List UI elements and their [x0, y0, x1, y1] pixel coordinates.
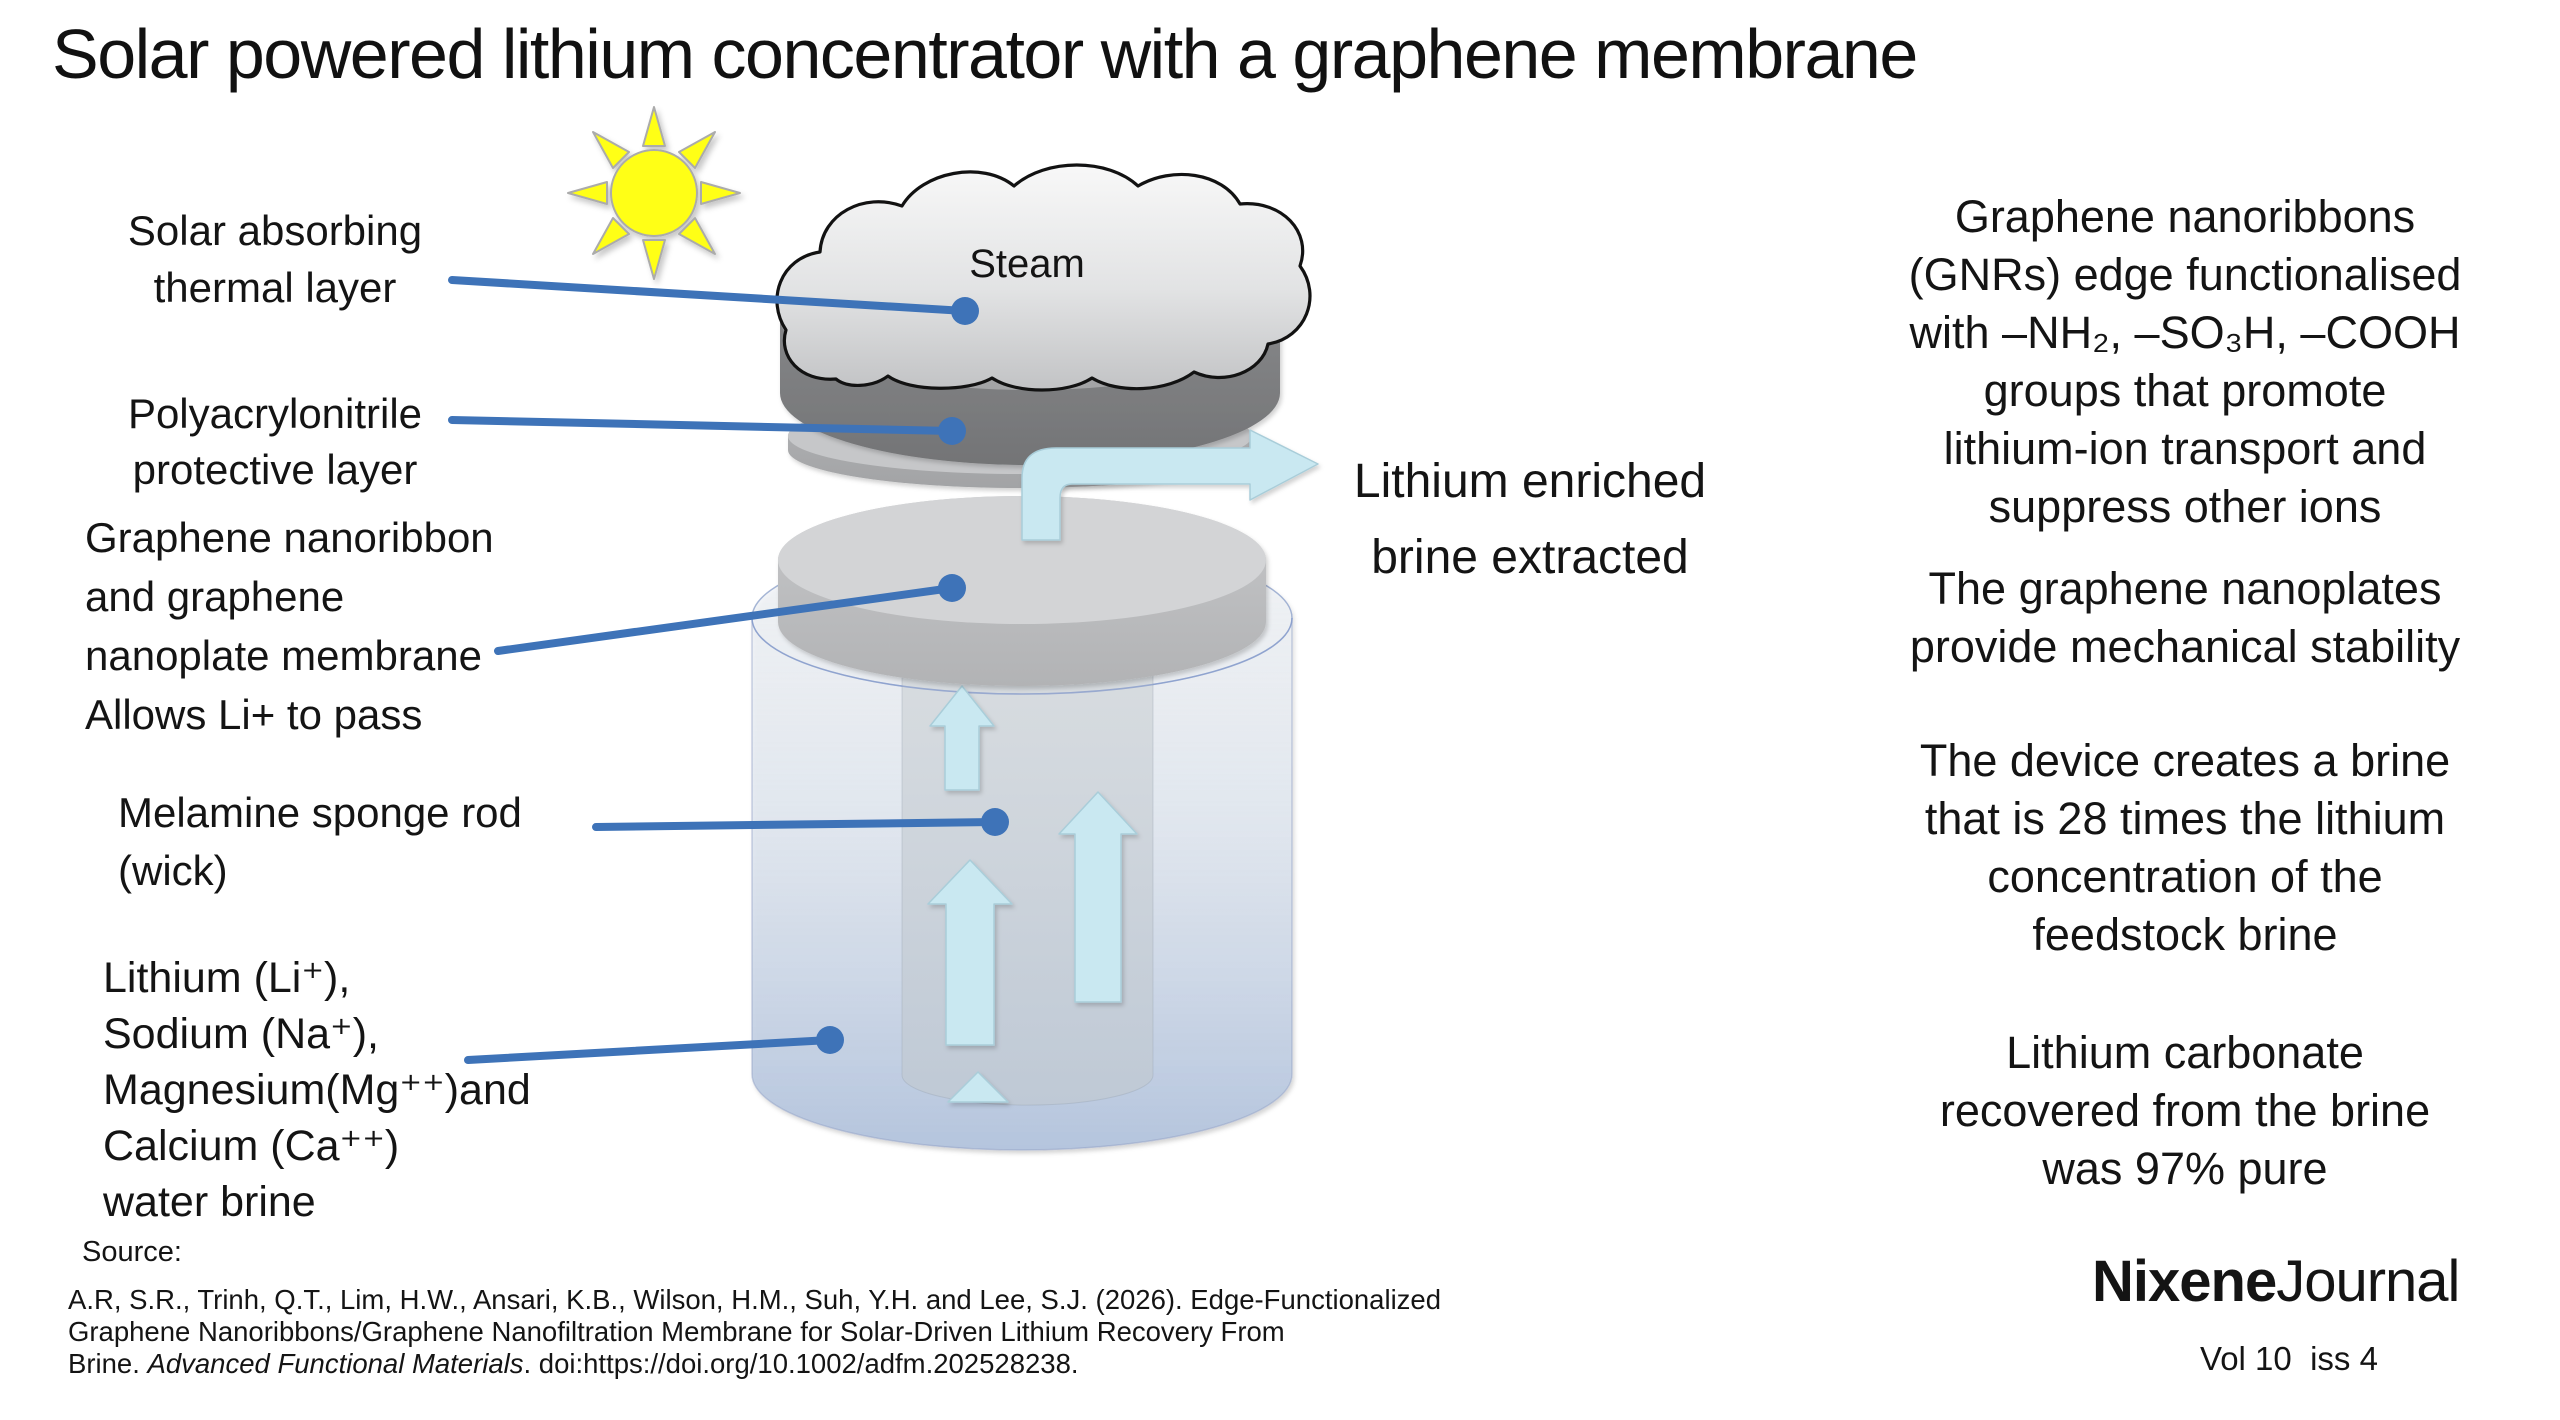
journal-volume: Vol 10 iss 4	[2200, 1340, 2378, 1377]
leader-membrane	[494, 584, 956, 655]
note-carbonate-purity: Lithium carbonate recovered from the bri…	[1939, 1027, 2431, 1194]
extract-elbow-arrow	[1021, 429, 1319, 541]
label-wick: Melamine sponge rod (wick)	[118, 789, 522, 894]
up-arrow-icon	[947, 1071, 1009, 1103]
leader-protective	[448, 416, 956, 435]
container-rim	[751, 617, 1293, 695]
leader-wick	[592, 818, 999, 831]
source-journal-name: Advanced Functional Materials	[147, 1348, 524, 1379]
journal-logo-bold: Nixene	[2092, 1249, 2277, 1314]
slide-title: Solar powered lithium concentrator with …	[52, 15, 1918, 93]
journal-logo-light: Journal	[2276, 1249, 2460, 1314]
source-line-2: Graphene Nanoribbons/Graphene Nanofiltra…	[68, 1316, 1285, 1347]
up-arrow-icon	[929, 685, 995, 791]
leader-lines	[448, 276, 1009, 1064]
label-protective-layer: Polyacrylonitrile protective layer	[127, 390, 423, 493]
label-membrane: Graphene nanoribbon and graphene nanopla…	[85, 514, 494, 738]
journal-logo: NixeneJournal	[2092, 1248, 2460, 1315]
source-doi: . doi:https://doi.org/10.1002/adfm.20252…	[523, 1348, 1079, 1379]
label-solar-thermal-layer: Solar absorbing thermal layer	[127, 207, 423, 311]
steam-label: Steam	[969, 242, 1085, 286]
label-brine-ions: Lithium (Li⁺), Sodium (Na⁺), Magnesium(M…	[103, 954, 531, 1226]
note-gnr-functionalisation: Graphene nanoribbons (GNRs) edge functio…	[1908, 191, 2462, 532]
upward-flow-arrows	[927, 685, 1138, 1103]
leader-solar-thermal	[448, 276, 969, 315]
sun-icon	[567, 106, 741, 280]
extract-label: Lithium enriched brine extracted	[1353, 455, 1707, 584]
up-arrow-icon	[927, 859, 1013, 1046]
note-concentration-factor: The device creates a brine that is 28 ti…	[1919, 735, 2451, 960]
source-citation-pre: Brine.	[68, 1348, 148, 1379]
source-label: Source:	[82, 1236, 182, 1268]
leader-brine	[464, 1036, 834, 1064]
up-arrow-icon	[1058, 791, 1138, 1003]
source-line-1: A.R, S.R., Trinh, Q.T., Lim, H.W., Ansar…	[68, 1284, 1442, 1315]
note-nanoplates-stability: The graphene nanoplates provide mechanic…	[1909, 563, 2461, 672]
steam-cloud-icon	[775, 163, 1312, 392]
source-line-3: Brine. Advanced Functional Materials. do…	[68, 1348, 1079, 1380]
